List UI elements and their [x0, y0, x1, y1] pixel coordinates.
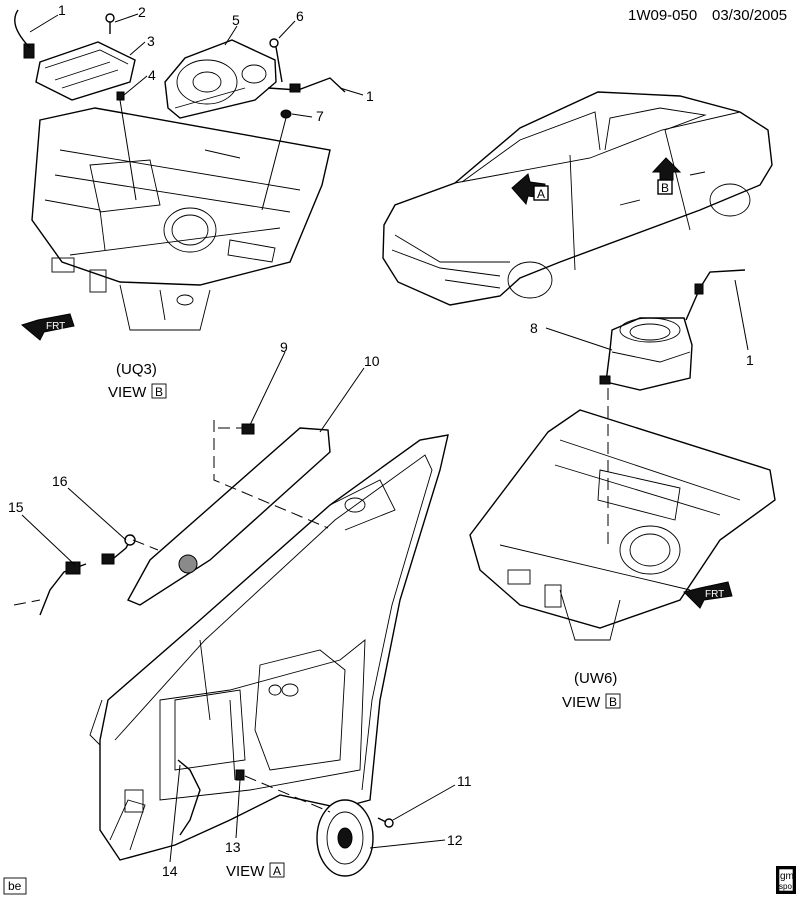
callout-3: 3: [147, 33, 155, 49]
connector-15: [65, 561, 81, 575]
callout-10: 10: [364, 353, 380, 369]
frt-label-left: FRT: [46, 321, 65, 332]
logo-top: gm: [780, 871, 794, 882]
callout-12: 12: [447, 832, 463, 848]
frt-label-right: FRT: [705, 589, 724, 600]
a-view-box: [269, 862, 285, 878]
callout-1c: 1: [746, 352, 754, 368]
car-arrow-a-letter: A: [537, 187, 545, 201]
drawing-id: 1W09-050: [628, 7, 697, 24]
uw6-view-letter: B: [609, 695, 617, 709]
connector-13: [235, 769, 245, 781]
corner-code-box: [3, 877, 27, 895]
callout-11: 11: [457, 773, 472, 789]
rear-speaker-5: [164, 39, 277, 119]
speaker-enclosure-8: [599, 317, 693, 391]
screw-6: [269, 38, 283, 83]
bracket-4: [116, 91, 125, 101]
harness-14: [177, 759, 201, 836]
callout-14: 14: [162, 863, 178, 879]
tweeter-16: [101, 534, 136, 565]
front-door-speaker-12: [316, 799, 374, 877]
leaders-top-left: [29, 13, 364, 211]
a-view-label: VIEW: [226, 863, 265, 880]
uq3-option: (UQ3): [116, 361, 157, 378]
uw6-view-label: VIEW: [562, 694, 601, 711]
nut-7: [280, 109, 292, 119]
front-arrow-left: FRT: [20, 313, 75, 341]
callout-13: 13: [225, 839, 241, 855]
rear-shelf-uw6: [469, 409, 776, 641]
uq3-view-label: VIEW: [108, 384, 147, 401]
view-arrow-a: A: [511, 173, 549, 206]
callout-2: 2: [138, 4, 146, 20]
callout-7: 7: [316, 108, 324, 124]
clip-9: [241, 423, 255, 435]
harness-top-left: [14, 9, 31, 49]
dashed-line-10: [213, 420, 329, 529]
callout-9: 9: [280, 339, 288, 355]
gm-spo-logo: gm spo: [776, 866, 796, 894]
callout-15: 15: [8, 499, 24, 515]
logo-bottom: spo: [779, 882, 792, 891]
view-arrow-b: B: [651, 157, 682, 195]
harness-top-speaker: [267, 77, 346, 93]
vehicle: [382, 91, 773, 306]
screw-2: [105, 13, 115, 34]
callout-5: 5: [232, 12, 240, 28]
connector-right: [694, 283, 704, 295]
rear-shelf-uq3: [31, 107, 331, 331]
front-arrow-right: FRT: [683, 581, 733, 609]
front-door: [89, 434, 449, 861]
leaders-bottom: [21, 351, 456, 863]
screw-11: [377, 817, 394, 828]
harness-right: [685, 269, 746, 321]
uw6-option: (UW6): [574, 670, 617, 687]
drawing-date: 03/30/2005: [712, 7, 787, 24]
leaders-right: [545, 279, 749, 351]
dashed-line-12: [244, 775, 331, 813]
amplifier: [23, 41, 136, 101]
callout-1b: 1: [366, 88, 374, 104]
callout-1a: 1: [58, 2, 66, 18]
connector-top: [289, 83, 301, 93]
callout-4: 4: [148, 67, 156, 83]
dashed-line-16: [132, 539, 159, 551]
callout-6: 6: [296, 8, 304, 24]
tweeter-trim-10: [127, 427, 331, 606]
uq3-view-letter: B: [155, 385, 163, 399]
corner-code: be: [8, 879, 22, 893]
callout-16: 16: [52, 473, 68, 489]
callout-8: 8: [530, 320, 538, 336]
a-view-letter: A: [273, 864, 281, 878]
uq3-view-box: [151, 383, 167, 399]
dashed-line-15: [13, 599, 41, 606]
uw6-view-box: [605, 693, 621, 709]
car-arrow-b-letter: B: [661, 181, 669, 195]
